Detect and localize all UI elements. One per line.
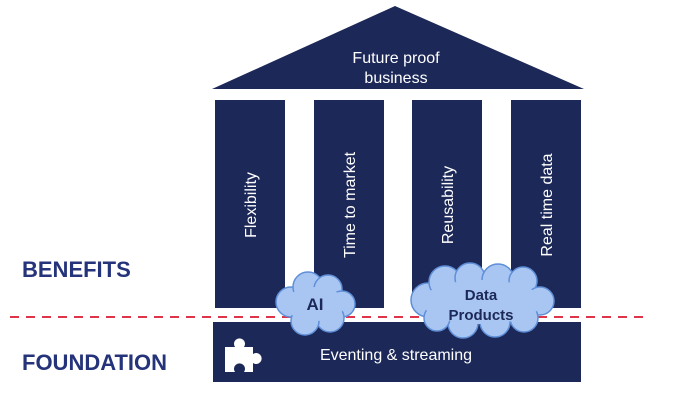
data-products-cloud-line-1: Data (465, 287, 498, 304)
roof-title-line-2: business (364, 70, 427, 87)
pillar-flexibility (215, 100, 285, 308)
roof-title-line-1: Future proof (352, 50, 440, 67)
section-label-foundation: FOUNDATION (22, 350, 167, 375)
roof (212, 6, 584, 89)
pillar-label-time-to-market: Time to market (342, 151, 359, 258)
pillar-label-flexibility: Flexibility (243, 172, 260, 238)
pillar-time-to-market (314, 100, 384, 308)
data-products-cloud-line-2: Products (448, 307, 513, 324)
foundation-base-label: Eventing & streaming (320, 347, 472, 364)
pillar-label-reusability: Reusability (440, 166, 457, 244)
section-label-benefits: BENEFITS (22, 257, 131, 282)
ai-cloud-label: AI (307, 295, 324, 314)
data-products-cloud: Data Products (410, 262, 555, 339)
puzzle-piece-icon (225, 338, 262, 372)
ai-cloud: AI (275, 271, 356, 336)
pillar-label-real-time-data: Real time data (539, 153, 556, 256)
